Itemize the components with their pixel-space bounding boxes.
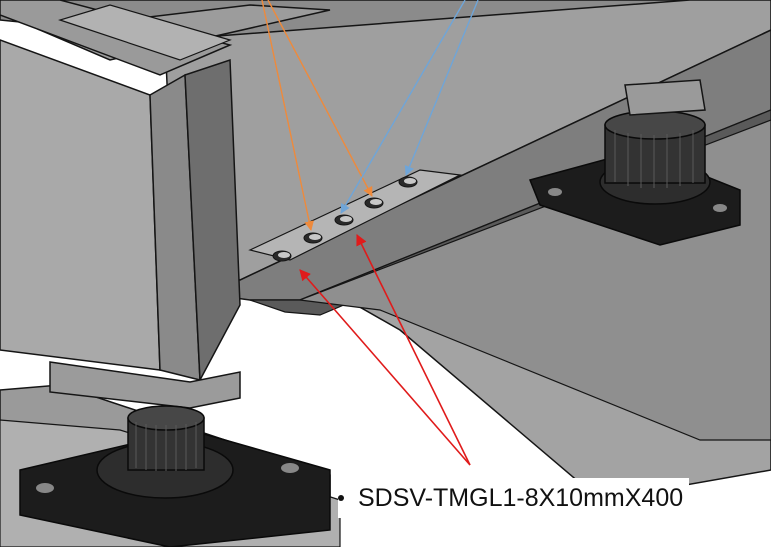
red-arrow-2 — [356, 233, 471, 466]
blue-arrow-1 — [340, 0, 466, 214]
column-front — [0, 39, 161, 371]
red-arrow-1 — [299, 269, 471, 466]
orange-arrow-2 — [267, 0, 373, 197]
blue-arrow-2 — [404, 0, 479, 176]
leveling-foot-left — [19, 405, 331, 547]
orange-arrow-1 — [261, 0, 314, 231]
part-number-caption: SDSV-TMGL1-8X10mmX400 — [338, 478, 690, 518]
callout-arrows — [261, 0, 479, 466]
fastener-holes — [272, 176, 418, 262]
leveling-foot-right — [528, 79, 741, 246]
bullet-icon — [338, 495, 344, 501]
part-number-text: SDSV-TMGL1-8X10mmX400 — [358, 483, 684, 512]
